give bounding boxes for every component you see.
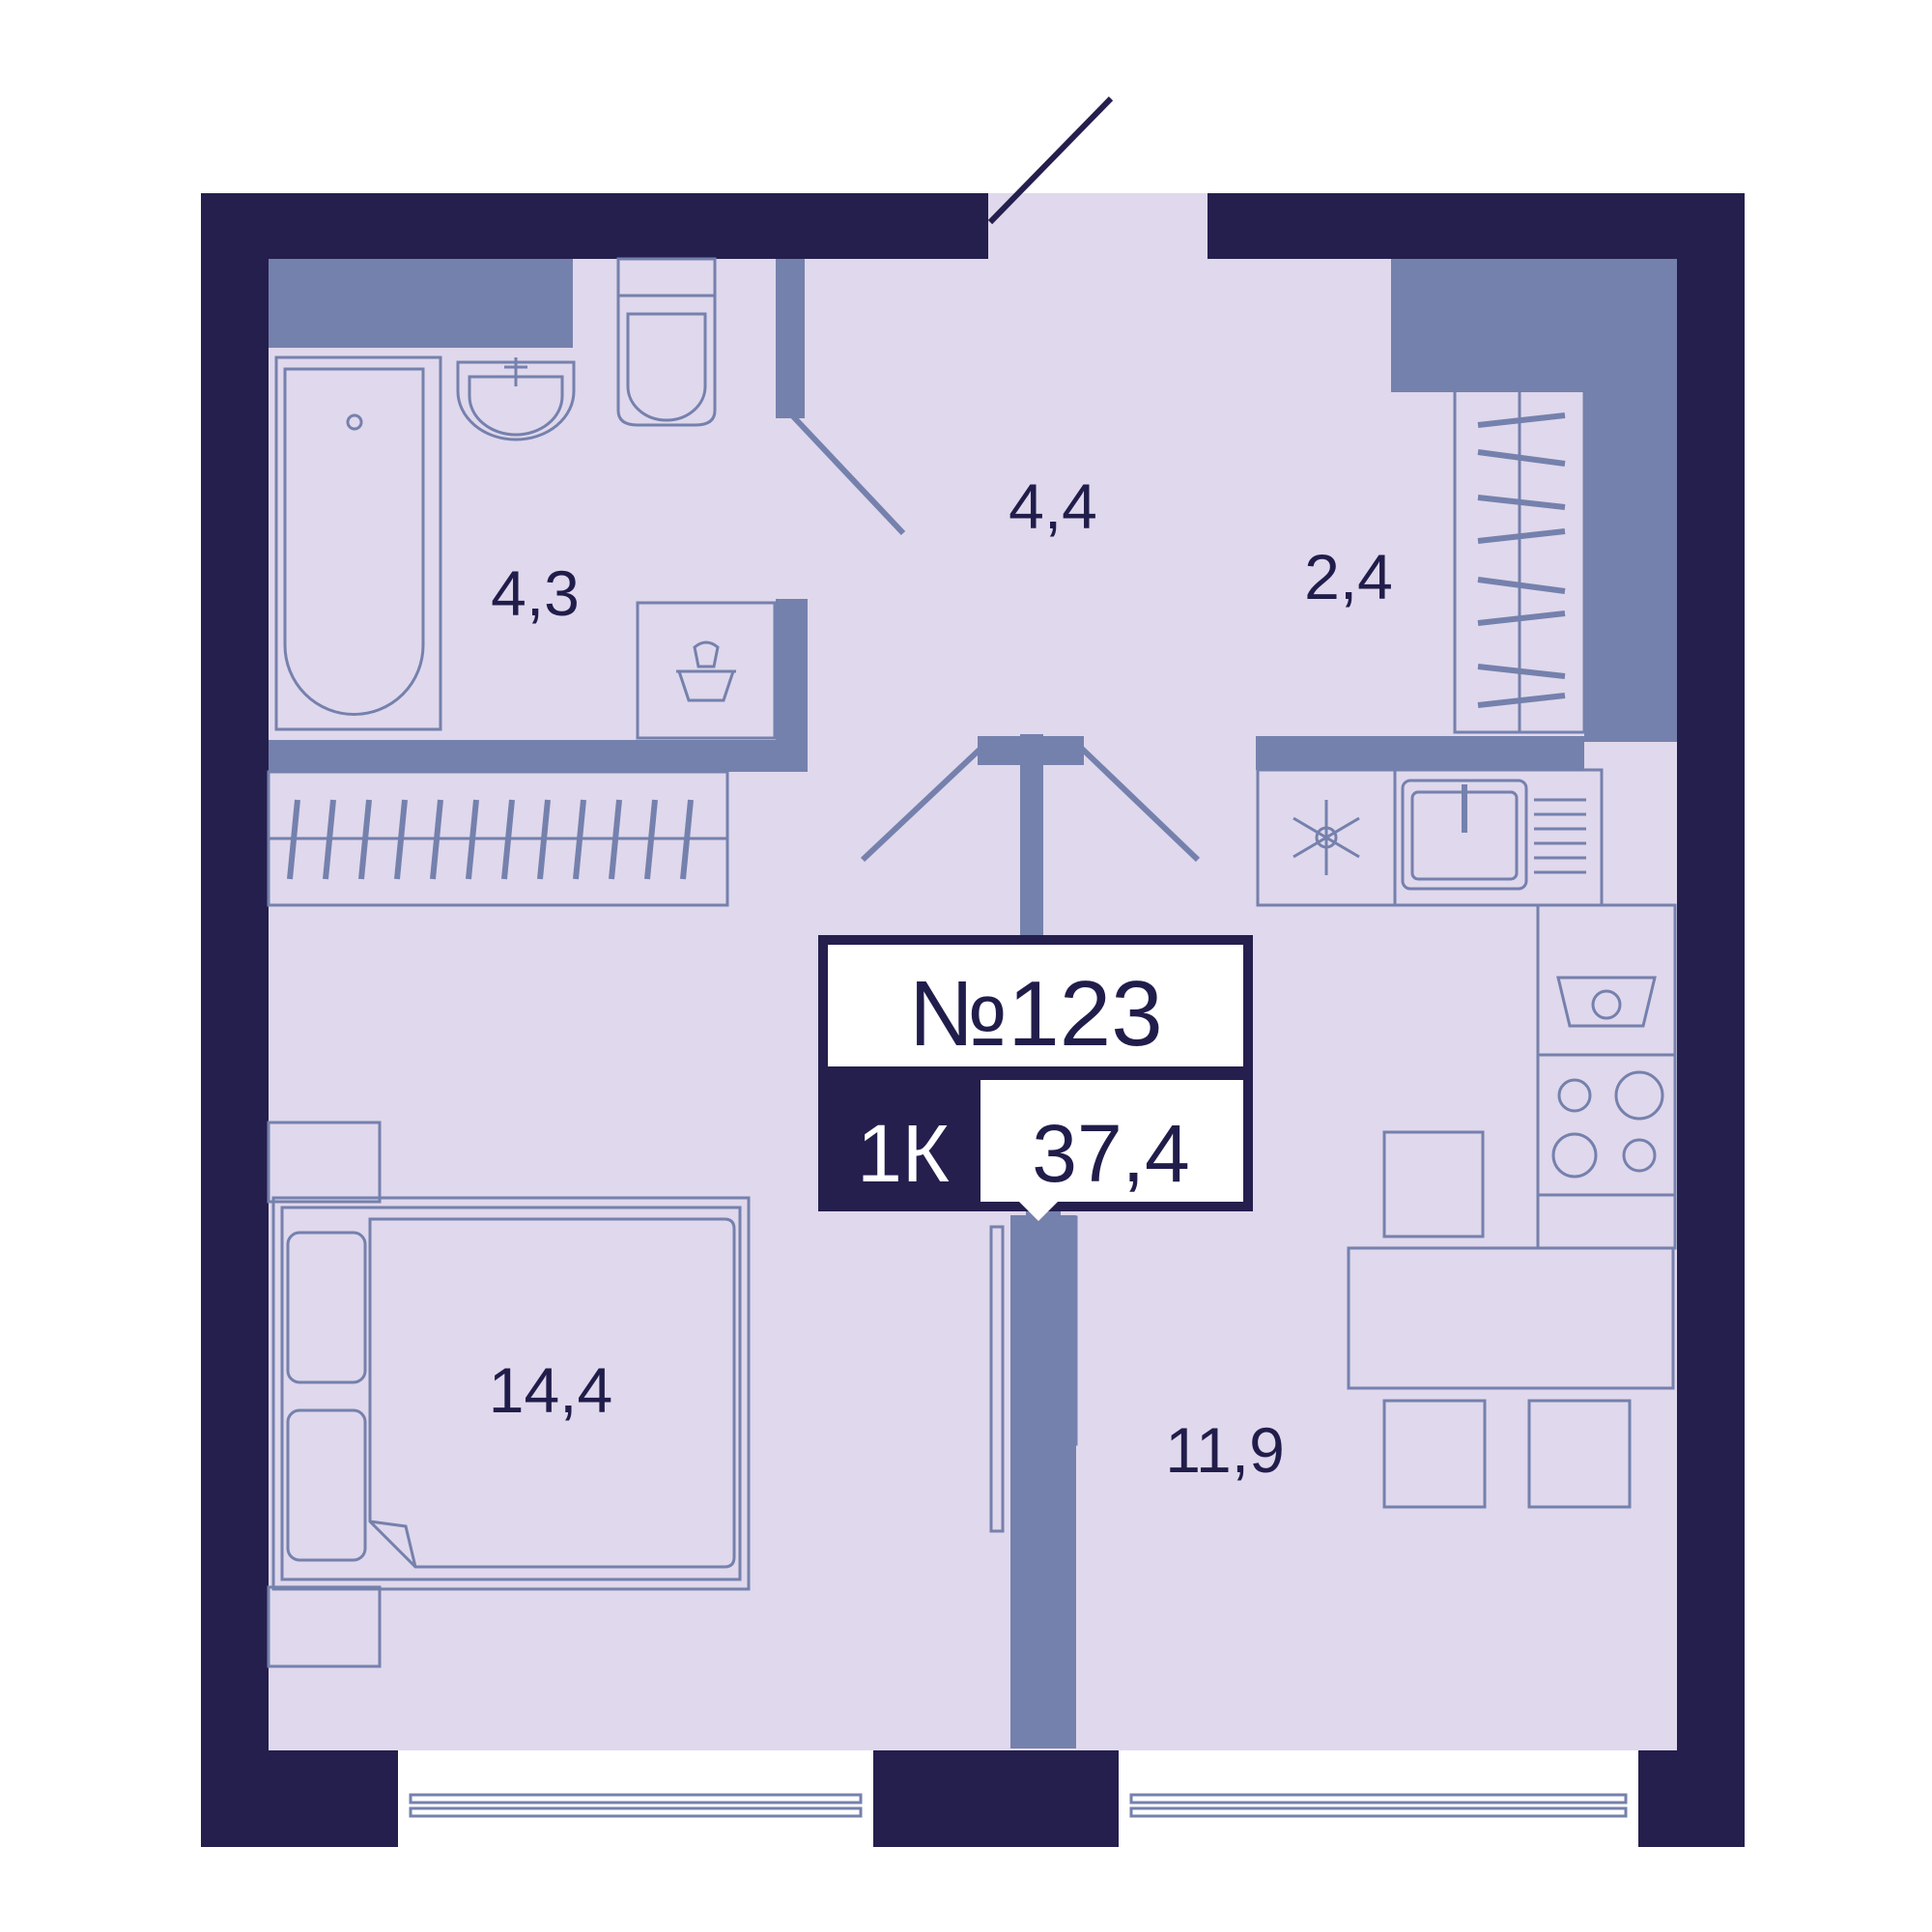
dishwasher — [1556, 976, 1657, 1028]
window-left — [398, 1750, 873, 1847]
entrance-floor — [987, 193, 1209, 261]
bathroom-door — [789, 412, 906, 536]
washing-machine — [636, 601, 777, 740]
toilet — [616, 257, 717, 427]
room-label-bathroom: 4,3 — [491, 557, 580, 629]
apartment-number: №123 — [908, 962, 1162, 1065]
sink — [456, 357, 576, 441]
dishwasher-icon — [1556, 976, 1657, 1028]
room-label-hall: 4,4 — [1009, 470, 1097, 542]
bathtub — [274, 355, 442, 731]
dining-set — [1347, 1130, 1675, 1509]
partitions — [269, 259, 1677, 1748]
room-label-kitchen: 11,9 — [1165, 1414, 1285, 1486]
room-label-bedroom: 14,4 — [489, 1354, 612, 1426]
room-label-closet: 2,4 — [1304, 541, 1393, 612]
closet-shelving — [1453, 387, 1586, 734]
stove — [1551, 1070, 1664, 1179]
sliding-door — [989, 1215, 1078, 1533]
laundry-icon — [676, 669, 736, 702]
fridge — [1293, 800, 1360, 875]
kitchen-sink — [1401, 779, 1586, 891]
entrance-door — [987, 96, 1114, 225]
apartment-type: 1К — [857, 1108, 950, 1199]
snowflake-icon — [1293, 800, 1360, 875]
window-right — [1119, 1750, 1638, 1847]
apartment-badge: №123 1К 37,4 — [818, 935, 1253, 1221]
bed — [267, 1121, 751, 1668]
hall-door-right — [1079, 746, 1201, 863]
apartment-total-area: 37,4 — [1032, 1108, 1190, 1199]
wardrobe — [267, 770, 729, 907]
hall-door-left — [860, 746, 983, 863]
